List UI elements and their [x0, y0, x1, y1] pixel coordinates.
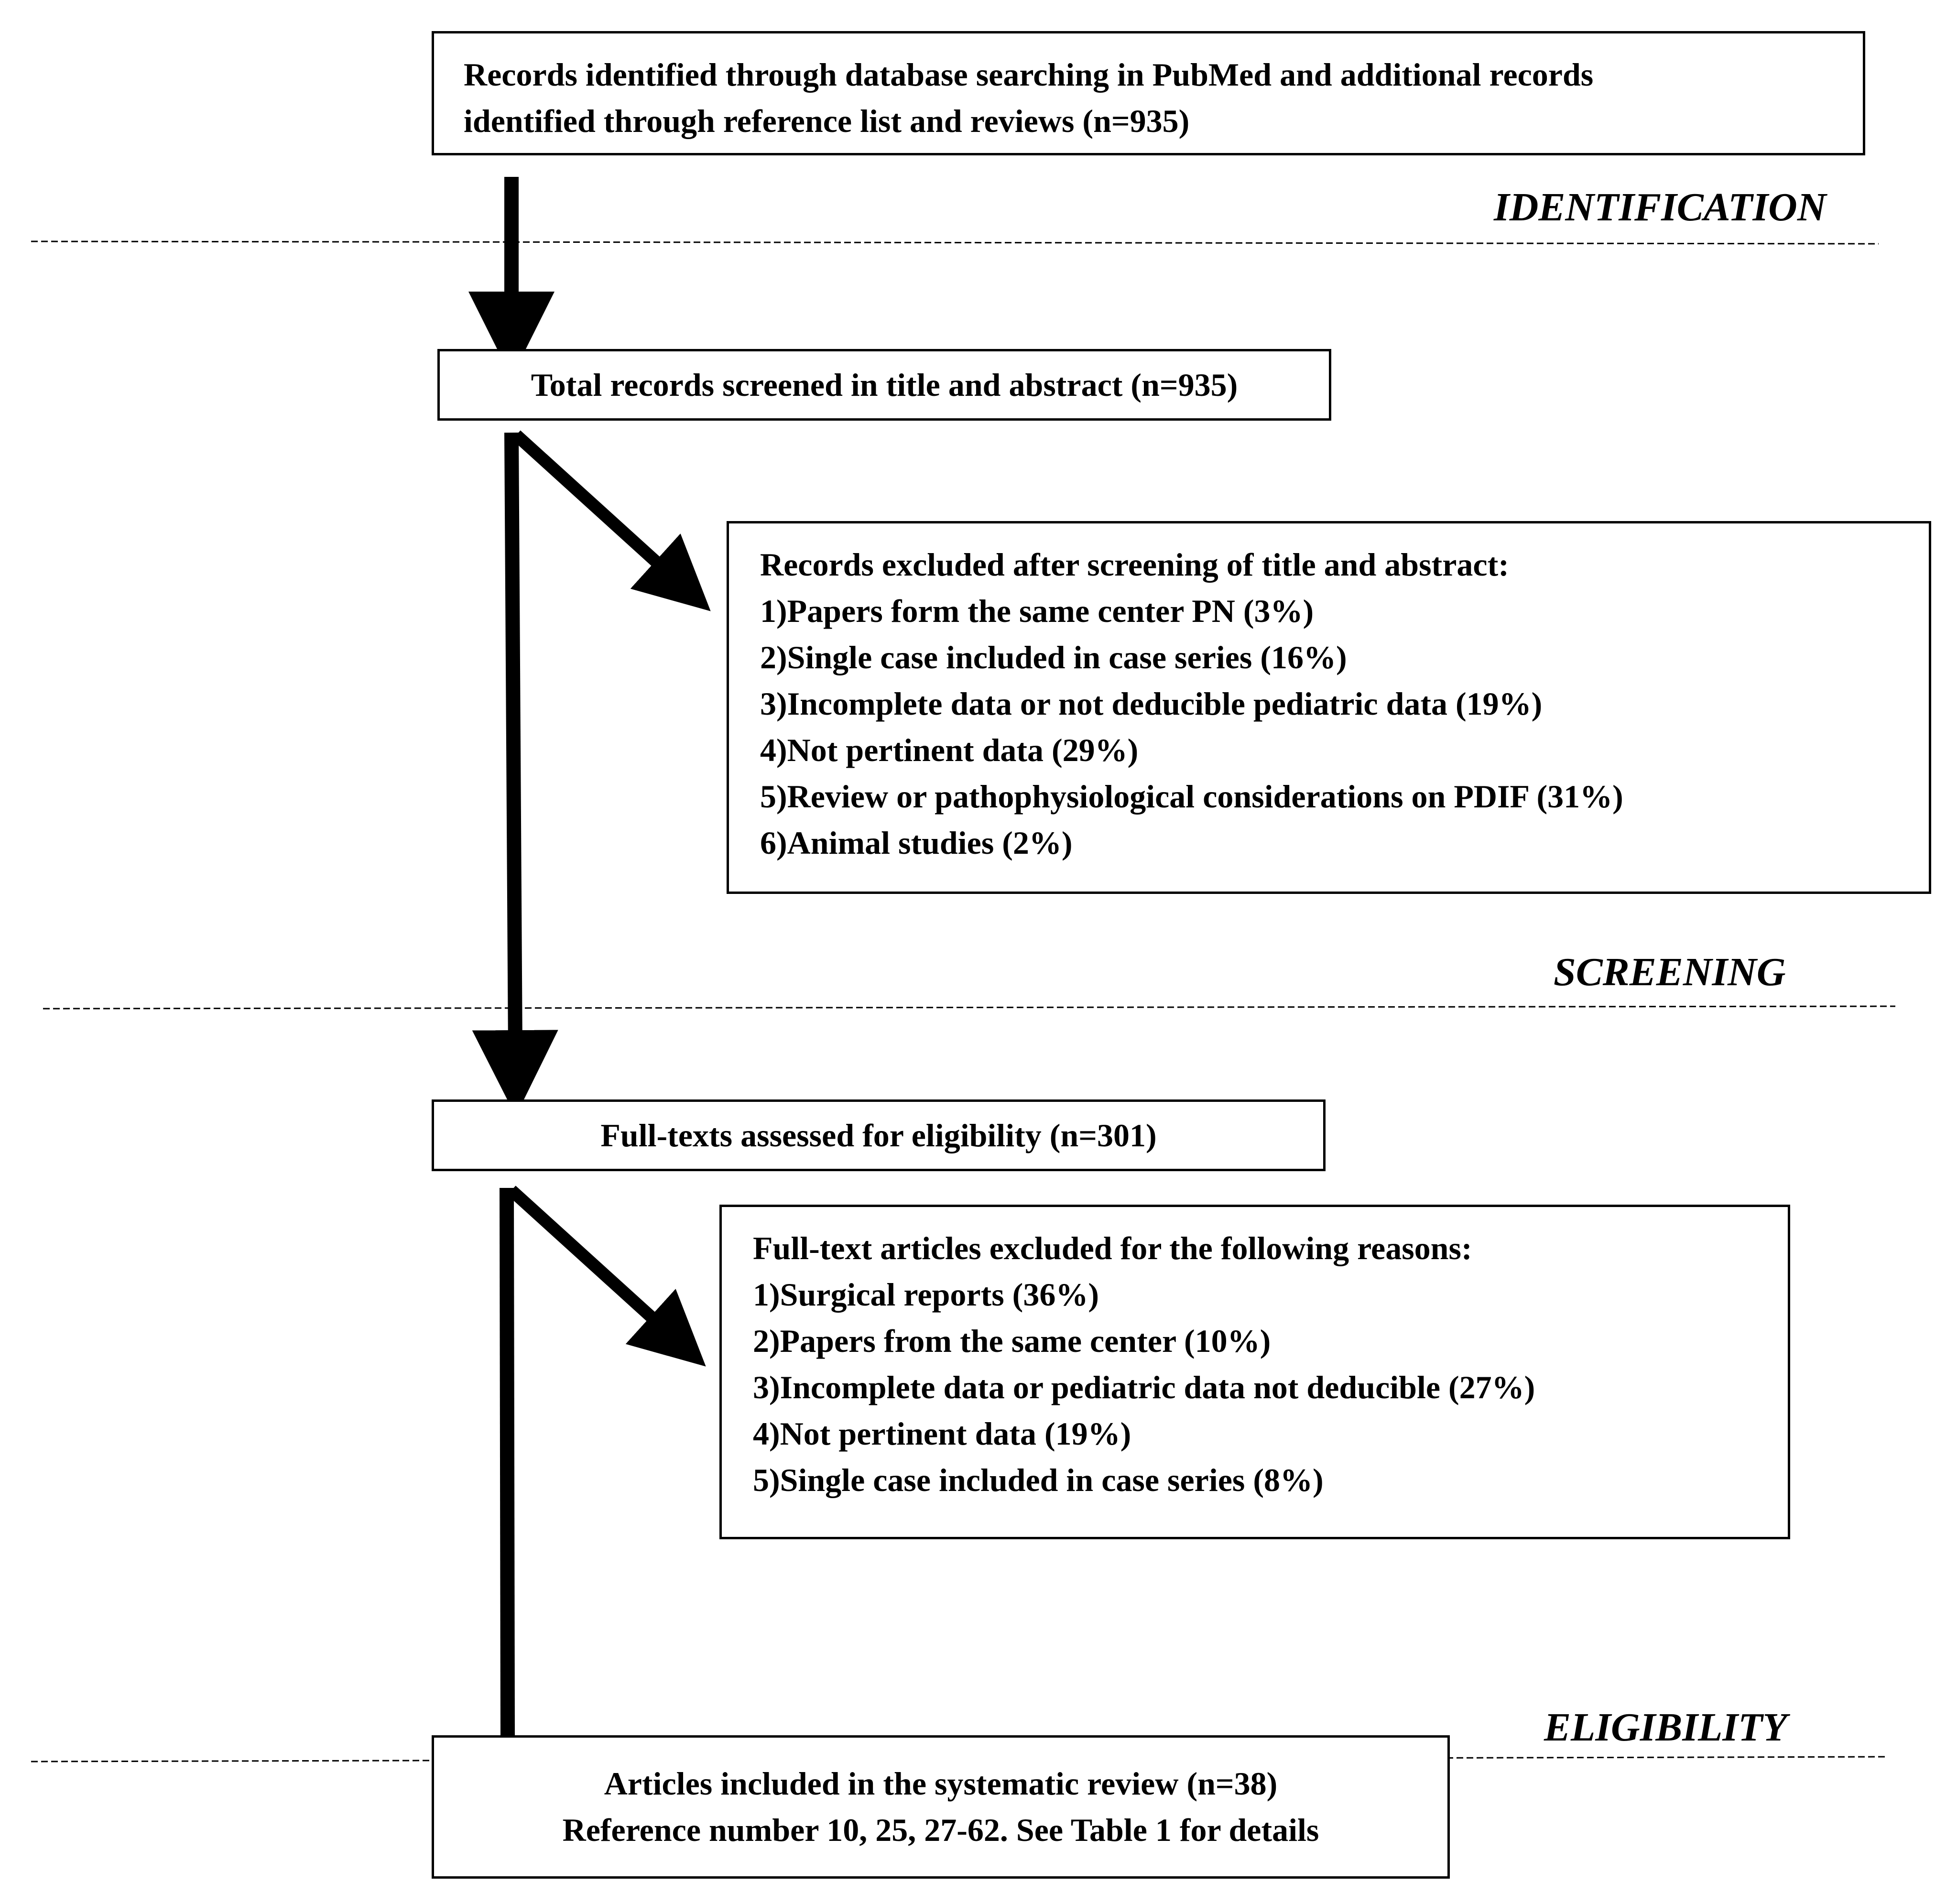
fulltexts-assessed-text: Full-texts assessed for eligibility (n=3… — [600, 1117, 1157, 1153]
articles-included-line-2: Reference number 10, 25, 27-62. See Tabl… — [562, 1812, 1319, 1848]
records-screened-box: Total records screened in title and abst… — [437, 349, 1331, 421]
stage-label-screening: SCREENING — [1554, 950, 1786, 994]
fulltexts-excluded-reason-1: 1)Surgical reports (36%) — [753, 1276, 1099, 1313]
stage-label-eligibility: ELIGIBILITY — [1544, 1705, 1787, 1750]
fulltexts-excluded-reason-4: 4)Not pertinent data (19%) — [753, 1415, 1131, 1452]
fulltexts-excluded-heading: Full-text articles excluded for the foll… — [753, 1230, 1472, 1266]
arrow-assessed-to-included — [500, 1187, 515, 1736]
fulltexts-excluded-reason-5: 5)Single case included in case series (8… — [753, 1462, 1324, 1498]
records-excluded-reason-1: 1)Papers form the same center PN (3%) — [760, 593, 1314, 629]
fulltexts-excluded-box: Full-text articles excluded for the foll… — [719, 1205, 1790, 1539]
records-identified-box: Records identified through database sear… — [432, 31, 1865, 155]
fulltexts-excluded-reason-3: 3)Incomplete data or pediatric data not … — [753, 1369, 1535, 1405]
articles-included-line-1: Articles included in the systematic revi… — [604, 1765, 1278, 1802]
articles-included-box: Articles included in the systematic revi… — [432, 1735, 1450, 1879]
records-screened-text: Total records screened in title and abst… — [531, 366, 1238, 403]
records-excluded-reason-2: 2)Single case included in case series (1… — [760, 639, 1347, 675]
records-excluded-reason-3: 3)Incomplete data or not deducible pedia… — [760, 685, 1543, 722]
identification-divider — [31, 240, 1879, 245]
fulltexts-excluded-reason-2: 2)Papers from the same center (10%) — [753, 1323, 1271, 1359]
fulltexts-assessed-box: Full-texts assessed for eligibility (n=3… — [432, 1099, 1326, 1171]
records-identified-line-1: Records identified through database sear… — [464, 56, 1594, 93]
arrow-screened-to-excluded — [512, 430, 711, 611]
records-excluded-heading: Records excluded after screening of titl… — [760, 546, 1509, 583]
records-identified-line-2: identified through reference list and re… — [464, 103, 1190, 139]
records-excluded-reason-6: 6)Animal studies (2%) — [760, 825, 1073, 861]
records-excluded-reason-5: 5)Review or pathophysiological considera… — [760, 778, 1623, 815]
records-excluded-box: Records excluded after screening of titl… — [727, 521, 1931, 894]
screening-divider — [43, 1005, 1896, 1010]
records-excluded-reason-4: 4)Not pertinent data (29%) — [760, 732, 1139, 768]
arrow-screened-to-assessed — [472, 432, 558, 1116]
arrow-assessed-to-excluded — [507, 1186, 706, 1367]
stage-label-identification: IDENTIFICATION — [1494, 185, 1827, 229]
